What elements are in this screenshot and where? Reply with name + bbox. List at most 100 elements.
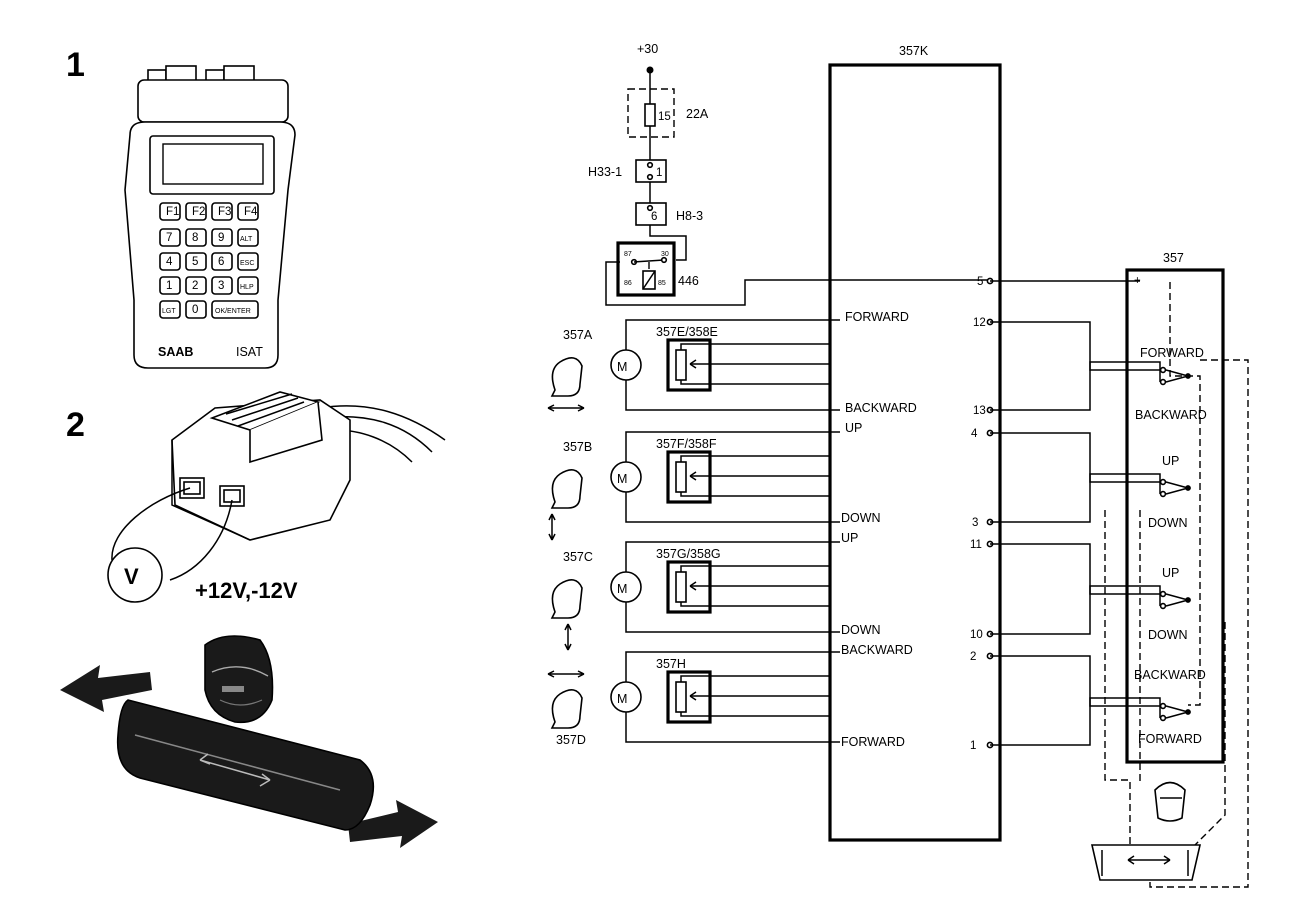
- tool-key-label: HLP: [240, 284, 254, 291]
- supply-terminal-label: +30: [637, 42, 658, 56]
- switch-common: [1185, 709, 1191, 715]
- motor-label: 357B: [563, 440, 592, 454]
- seat-icon: [550, 469, 583, 509]
- sensor-wire-bottom: [680, 712, 830, 717]
- power-supply-chain: +30 15 22A 1 H33-1 6 H8-3 87 30 86 85 44…: [588, 42, 990, 306]
- switch-blade: [1165, 481, 1189, 495]
- position-sensor-label: 357E/358E: [656, 325, 718, 339]
- switch-wire-b: [990, 585, 1161, 635]
- switch-wire-b: [990, 361, 1161, 411]
- tool-key: [237, 202, 259, 221]
- tool-key-label: LGT: [162, 308, 176, 315]
- svg-text:85: 85: [658, 280, 666, 287]
- module-pin-number: 11: [970, 539, 982, 551]
- svg-text:86: 86: [624, 280, 632, 287]
- module-outline: [828, 63, 1002, 842]
- wiper-arrow: [689, 581, 697, 591]
- motor-symbol-circle: [610, 681, 642, 713]
- module-function-label: BACKWARD: [841, 643, 913, 657]
- switch-blade: [1165, 705, 1189, 719]
- potentiometer-symbol: [675, 681, 687, 713]
- switch-function-label: BACKWARD: [1135, 408, 1207, 422]
- switch-terminal: [1159, 602, 1167, 610]
- control-module-357k: 357K: [828, 44, 1002, 842]
- tool-key-label: F4: [244, 206, 258, 218]
- seat-icon: [550, 357, 583, 397]
- sensor-wire-bottom: [680, 380, 830, 385]
- tool-key-label: 4: [166, 256, 173, 268]
- tool-key: [185, 252, 207, 271]
- svg-text:87: 87: [624, 251, 632, 258]
- tool-key: [159, 252, 181, 271]
- tool-key-label: ESC: [240, 260, 254, 267]
- position-sensor-box: [666, 670, 712, 724]
- switch-function-label: FORWARD: [1140, 346, 1204, 360]
- module-pin-number: 12: [973, 317, 986, 329]
- module-function-label: UP: [841, 531, 858, 545]
- tool-key: [159, 202, 181, 221]
- tool-brand-logo: SAAB: [158, 345, 193, 359]
- switch-common: [1185, 485, 1191, 491]
- svg-text:30: 30: [661, 251, 669, 258]
- switch-terminal: [1159, 490, 1167, 498]
- module-function-label: BACKWARD: [845, 401, 917, 415]
- connector-h8-label: H8-3: [676, 209, 703, 223]
- position-sensor-box: [666, 338, 712, 392]
- switch-wire-a: [990, 321, 1160, 371]
- motor-symbol-letter: M: [617, 360, 627, 374]
- position-sensor-box: [666, 450, 712, 504]
- motor-label: 357A: [563, 328, 593, 342]
- switch-terminal: [1159, 478, 1167, 486]
- module-pin-number: 3: [972, 517, 978, 529]
- switch-blade: [1165, 369, 1189, 383]
- switch-panel-label: 357: [1163, 251, 1184, 265]
- voltmeter-symbol: V: [124, 564, 139, 589]
- motor-symbol-letter: M: [617, 582, 627, 596]
- sensor-wire-bottom: [680, 602, 830, 607]
- seat-switch-knob-illustration: [60, 635, 438, 848]
- relay-446-box: [616, 241, 676, 297]
- motor-symbol-circle: [610, 461, 642, 493]
- switch-wire-a: [990, 543, 1160, 595]
- connector-h33-box: [635, 159, 667, 183]
- motor-circuits: M 357E/358E 357A M357F/358F357BM357G/358G35…: [547, 319, 840, 747]
- switch-terminal: [1159, 702, 1167, 710]
- tool-key: [185, 202, 207, 221]
- module-label: 357K: [899, 44, 929, 58]
- tool-key-label: F3: [218, 206, 231, 218]
- potentiometer-symbol: [675, 461, 687, 493]
- switch-blade: [1165, 593, 1189, 607]
- seat-direction-arrow: [547, 404, 585, 412]
- connector-measurement-illustration: V +12V,-12V: [107, 391, 446, 603]
- tool-key-label: F2: [192, 206, 205, 218]
- switch-common: [1185, 597, 1191, 603]
- switch-wire-b: [990, 473, 1161, 523]
- connector-h8-box: [635, 202, 667, 226]
- switch-common: [1185, 373, 1191, 379]
- switch-function-label: DOWN: [1148, 516, 1188, 530]
- tool-key: [237, 228, 259, 247]
- tool-model-label: ISAT: [236, 345, 263, 359]
- switch-contacts: FORWARDBACKWARDUPDOWNUPDOWNBACKWARDFORWA…: [990, 321, 1207, 746]
- tool-key: [185, 276, 207, 295]
- switch-contact-group: FORWARD BACKWARD: [990, 321, 1207, 422]
- connector-h33-label: H33-1: [588, 165, 622, 179]
- seat-direction-arrow: [547, 670, 585, 678]
- tool-key-label: 2: [192, 280, 198, 292]
- position-sensor-label: 357H: [656, 657, 686, 671]
- switch-terminal: [1159, 378, 1167, 386]
- tool-key-label: 5: [192, 256, 198, 268]
- switch-function-label: BACKWARD: [1134, 668, 1206, 682]
- module-function-label: DOWN: [841, 623, 881, 637]
- switch-wire-a: [990, 655, 1160, 707]
- tool-key: [211, 252, 233, 271]
- sensor-wire-top: [680, 675, 830, 682]
- sensor-wire-bottom: [680, 492, 830, 497]
- motor-symbol-letter: M: [617, 692, 627, 706]
